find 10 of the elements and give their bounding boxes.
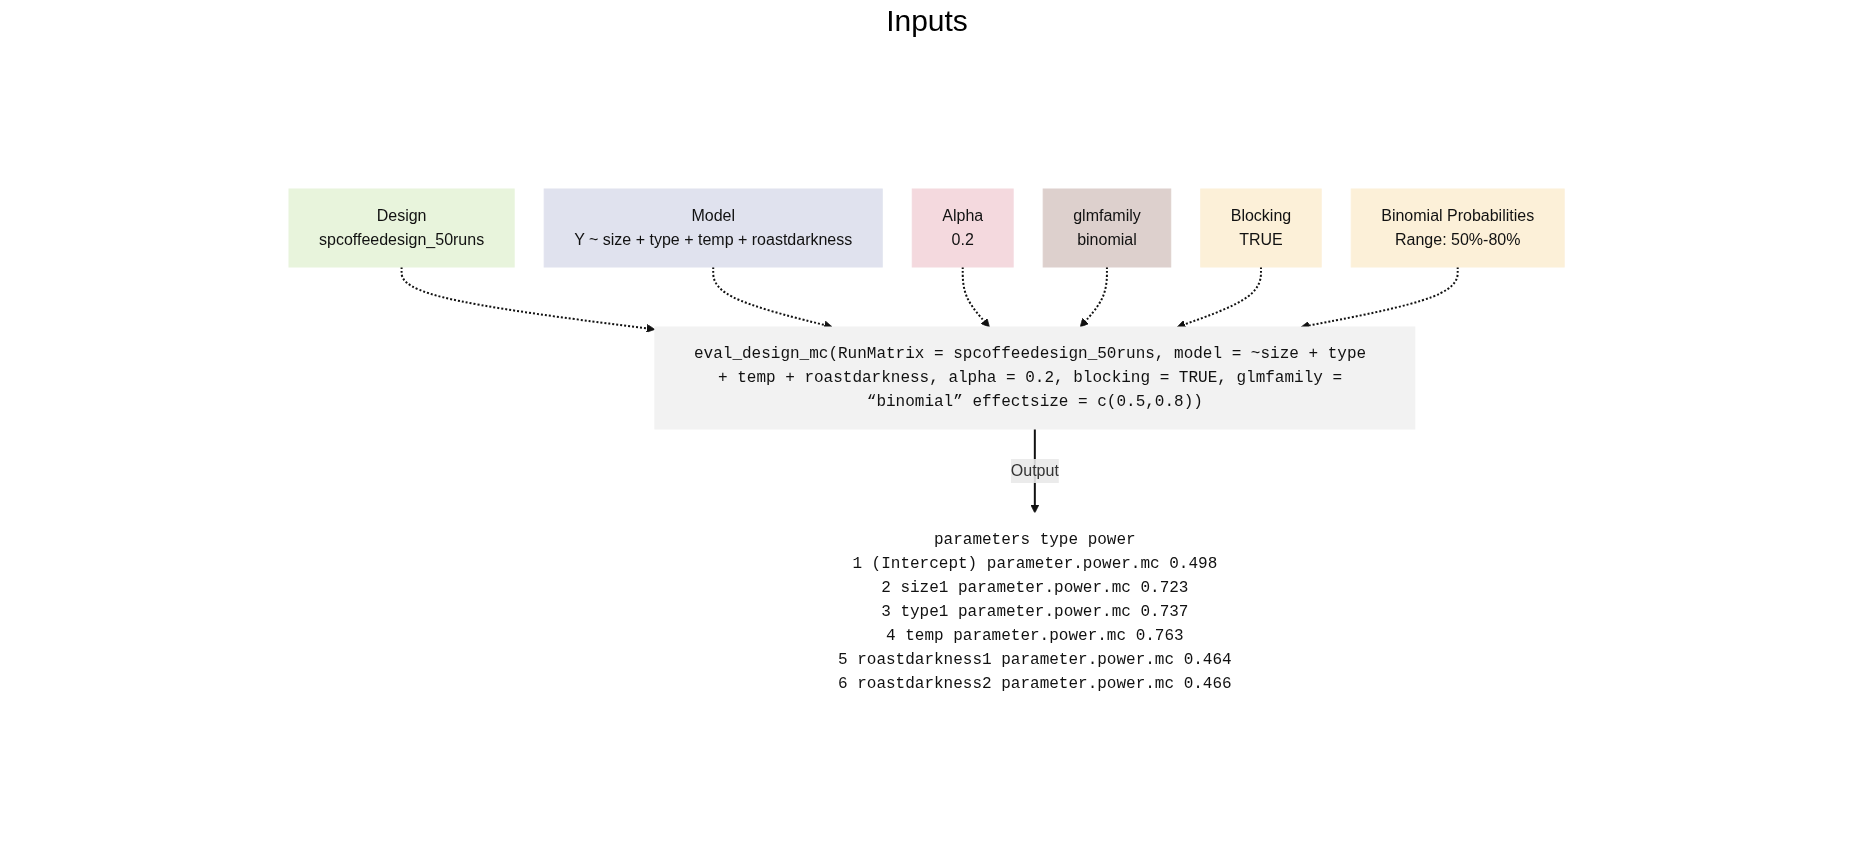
node-box: eval_design_mc(RunMatrix = spcoffeedesign_50runs, model = ~size + type + temp + roastdarkness, alpha = 0.2, blocking = TRUE, glmfamily = “binomial” effectsize = c(0.5,0.8)): [654, 326, 1416, 430]
node-box: Design spcoffeedesign_50runs: [288, 188, 516, 268]
section-heading: Inputs: [886, 4, 968, 37]
edge-label: Output: [1011, 462, 1060, 479]
node-box: Alpha 0.2: [912, 188, 1015, 268]
node-box: Blocking TRUE: [1200, 188, 1323, 268]
node-box: Model Y ~ size + type + temp + roastdarkness: [544, 188, 884, 268]
node-box: Binomial Probabilities Range: 50%-80%: [1351, 188, 1566, 268]
node-box: glmfamily binomial: [1043, 188, 1172, 268]
node-text: parameters type power 1 (Intercept) parameter.power.mc 0.498 2 size1 parameter.power.mc 0.723 3 type1 parameter.power.mc 0.737 4 temp parameter.power.mc 0.763 5 roastdarkness1 parameter.power.mc 0.464 6 roastdarkness2 parameter.power.mc 0.466: [838, 531, 1233, 693]
